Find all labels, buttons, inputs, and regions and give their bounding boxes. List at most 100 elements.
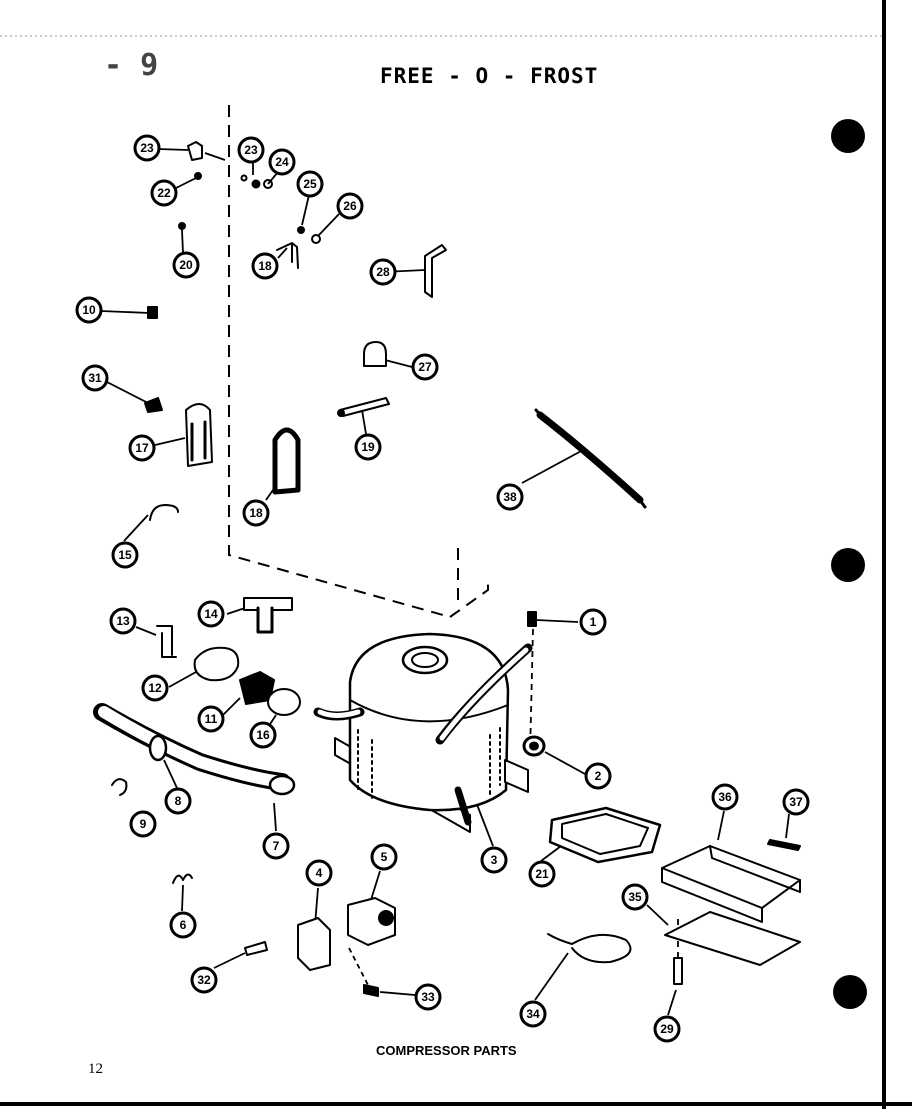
part-26-nut — [251, 179, 261, 189]
callout-circle-3 — [480, 846, 508, 874]
callout-29: 27 — [418, 360, 432, 374]
callout-circle-5 — [370, 843, 398, 871]
callout-circle-36 — [711, 783, 739, 811]
part-4-bracket — [297, 917, 331, 971]
callout-35: 35 — [628, 890, 642, 904]
callout-15: 15 — [118, 548, 132, 562]
part-2-grommet-center — [529, 741, 539, 751]
part-32-screw — [244, 941, 268, 956]
part-18-gasket — [272, 427, 301, 495]
part-27-screw — [297, 226, 305, 234]
binder-hole-middle — [831, 548, 865, 582]
callout-11: 11 — [205, 712, 218, 726]
callout-circle-11 — [197, 705, 225, 733]
diagram-caption: COMPRESSOR PARTS — [376, 1043, 517, 1058]
part-10-capacitor — [267, 688, 301, 716]
part-19-shaft — [339, 397, 390, 417]
callout-2: 2 — [595, 769, 602, 783]
part-35-plate — [664, 911, 801, 966]
callout-circle-23 — [133, 134, 161, 162]
part-10-clip — [147, 306, 158, 319]
callout-circle-25 — [237, 136, 265, 164]
callout-circle-18 — [242, 499, 270, 527]
compressor-discharge-tube-inner — [439, 647, 529, 741]
callout-circle-15 — [111, 541, 139, 569]
callout-circles — [75, 134, 810, 1043]
compressor-top-port-inner — [411, 652, 439, 668]
callout-23: 23 — [140, 141, 154, 155]
part-13-clip — [156, 625, 177, 658]
callout-22: 20 — [179, 258, 193, 272]
part-11-relay — [239, 671, 275, 705]
callout-circle-26 — [268, 148, 296, 176]
callout-circle-21 — [528, 860, 556, 888]
part-24-screw — [194, 172, 202, 180]
part-14-relay-bracket — [243, 597, 293, 611]
callout-3: 3 — [491, 853, 498, 867]
callout-circle-22 — [172, 251, 200, 279]
part-31-screw — [144, 397, 163, 413]
callout-34: 34 — [526, 1007, 540, 1021]
callout-circle-38 — [496, 483, 524, 511]
callout-7: 7 — [273, 839, 280, 853]
callout-9: 9 — [140, 817, 147, 831]
callout-circle-6 — [169, 911, 197, 939]
compressor-assembly — [313, 632, 533, 833]
part-38-cord — [536, 411, 644, 504]
callout-30-bottom: 29 — [660, 1022, 674, 1036]
callout-circle-8 — [164, 787, 192, 815]
callout-30-top: 28 — [376, 265, 390, 279]
callout-circle-28 — [336, 192, 364, 220]
part-30-hanger — [424, 244, 447, 298]
part-1-bolt — [527, 611, 537, 627]
callout-36: 36 — [718, 790, 732, 804]
callout-37: 37 — [789, 795, 803, 809]
part-19-end — [337, 409, 345, 417]
callout-circle-16 — [249, 721, 277, 749]
callout-38: 38 — [503, 490, 517, 504]
callout-21: 21 — [535, 867, 549, 881]
part-33-screw — [363, 984, 379, 997]
callout-circle-29 — [411, 353, 439, 381]
part-20-bracket — [276, 242, 299, 269]
part-22-screw — [178, 222, 186, 230]
callout-circle-17 — [128, 434, 156, 462]
compressor-process-tube — [454, 786, 472, 826]
part-29-clamp — [363, 341, 387, 367]
callout-14: 14 — [204, 607, 218, 621]
callout-19: 19 — [361, 440, 375, 454]
callout-circle-32 — [190, 966, 218, 994]
part-36-panel-edge — [661, 867, 763, 923]
part-28-nut — [311, 234, 321, 244]
part-34-cord — [547, 933, 632, 964]
callout-circle-34 — [519, 1000, 547, 1028]
callout-8: 8 — [175, 794, 182, 808]
callout-4: 4 — [316, 866, 323, 880]
callout-12: 12 — [148, 681, 162, 695]
part-15-wire — [149, 504, 179, 521]
callout-circle-30-bottom — [653, 1015, 681, 1043]
callout-circle-2 — [584, 762, 612, 790]
page-number: 12 — [88, 1061, 103, 1077]
callout-20: 18 — [258, 259, 272, 273]
callout-1: 1 — [590, 615, 597, 629]
callout-13: 13 — [116, 614, 130, 628]
callout-31: 31 — [88, 371, 102, 385]
callout-18: 18 — [249, 506, 263, 520]
callout-circle-7 — [262, 832, 290, 860]
callout-circle-37 — [782, 788, 810, 816]
callout-circle-33 — [414, 983, 442, 1011]
page-section-id: - 9 — [104, 48, 159, 83]
callout-circle-12 — [141, 674, 169, 702]
part-23-clip — [187, 141, 203, 161]
compressor-mount-bracket — [504, 759, 529, 793]
part-21-tray-inner — [561, 813, 649, 855]
part-36-panel-flange — [709, 845, 801, 893]
part-17-guard — [185, 403, 213, 467]
parts — [93, 141, 801, 997]
callout-16: 16 — [256, 728, 270, 742]
part-9-clip — [111, 778, 128, 796]
